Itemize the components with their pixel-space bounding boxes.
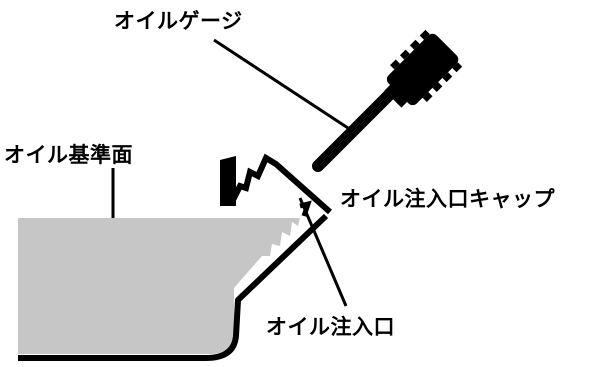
label-oil-filler-port: オイル注入口 [266, 315, 395, 339]
label-oil-filler-cap: オイル注入口キャップ [340, 187, 555, 211]
oil-gauge-stick [312, 84, 400, 172]
label-oil-reference-level: オイル基準面 [4, 143, 133, 167]
leader-oil-gauge [213, 38, 349, 130]
oil-filler-cap [384, 29, 463, 108]
filler-neck-left-cap [220, 156, 236, 206]
label-oil-gauge: オイルゲージ [114, 9, 243, 33]
oil-reservoir [18, 218, 300, 354]
leader-oil-filler-port [298, 197, 348, 307]
oil-pan-outline [18, 213, 329, 361]
